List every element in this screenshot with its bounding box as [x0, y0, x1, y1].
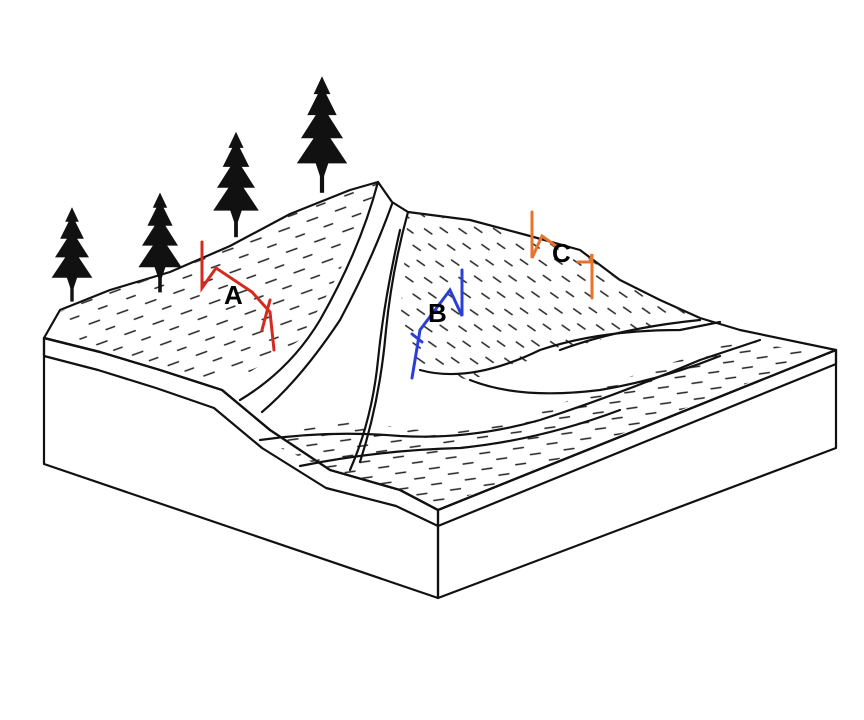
label-c: C: [552, 238, 571, 268]
profile-marker-c: [530, 210, 594, 300]
profile-marker-a: [200, 240, 276, 352]
label-a: A: [224, 280, 243, 310]
label-b: B: [428, 298, 447, 328]
profile-marker-b: [410, 268, 464, 380]
